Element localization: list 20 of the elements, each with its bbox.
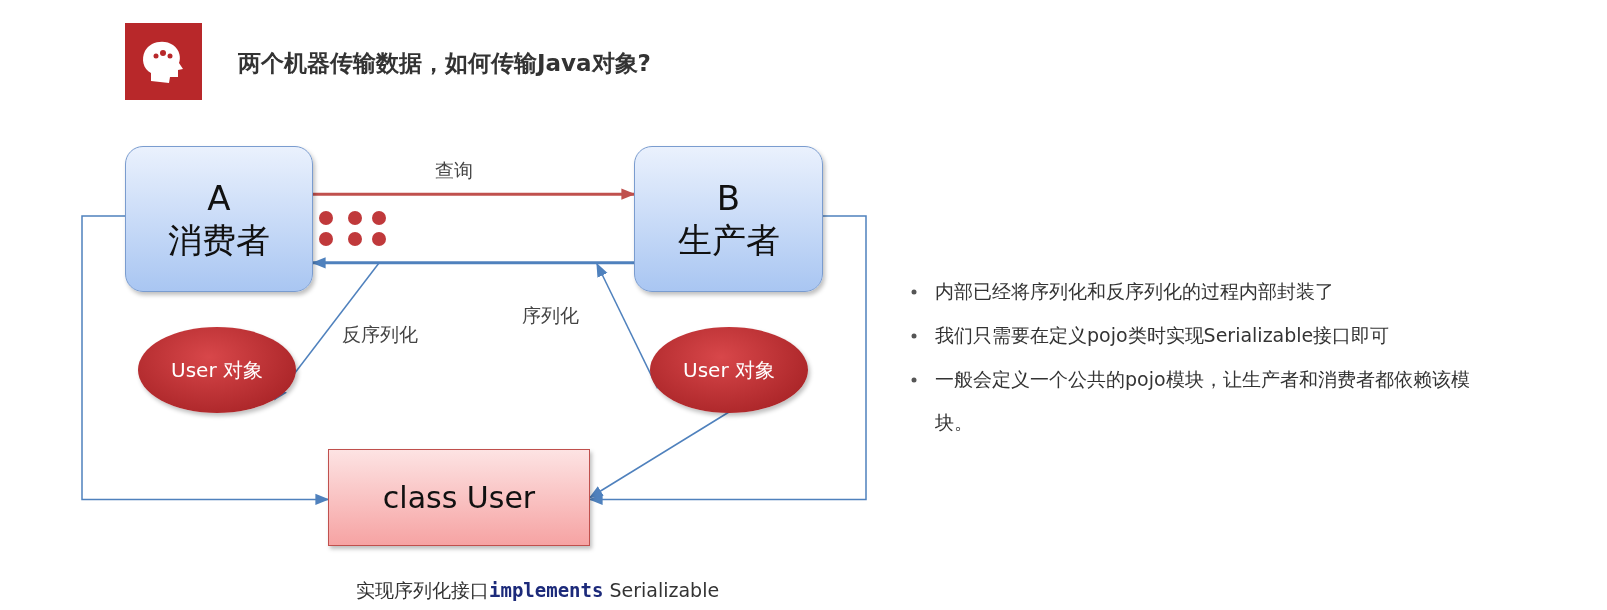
arrow bbox=[588, 215, 867, 506]
title: 两个机器传输数据，如何传输Java对象? bbox=[238, 49, 651, 78]
bullet-text: 一般会定义一个公共的pojo模块，让生产者和消费者都依赖该模块。 bbox=[935, 358, 1480, 444]
class-box bbox=[328, 449, 590, 546]
node-label: User 对象 bbox=[171, 357, 263, 383]
bullet-text: 内部已经将序列化和反序列化的过程内部封装了 bbox=[935, 270, 1480, 313]
consumer-box bbox=[125, 146, 313, 292]
arrow bbox=[81, 215, 330, 506]
node-label: B bbox=[716, 176, 741, 219]
node-label: A bbox=[207, 176, 231, 219]
node-label: User 对象 bbox=[683, 357, 775, 383]
bullet-text: 我们只需要在定义pojo类时实现Serializable接口即可 bbox=[935, 314, 1480, 357]
caption: 实现序列化接口implements Serializable bbox=[356, 578, 720, 603]
node-label: class User bbox=[382, 480, 536, 515]
node-label: 生产者 bbox=[677, 219, 780, 262]
arrow bbox=[311, 257, 634, 269]
node-label: 消费者 bbox=[168, 219, 270, 262]
provider-box bbox=[634, 146, 823, 292]
arrow bbox=[588, 411, 730, 499]
arrow bbox=[313, 188, 636, 200]
